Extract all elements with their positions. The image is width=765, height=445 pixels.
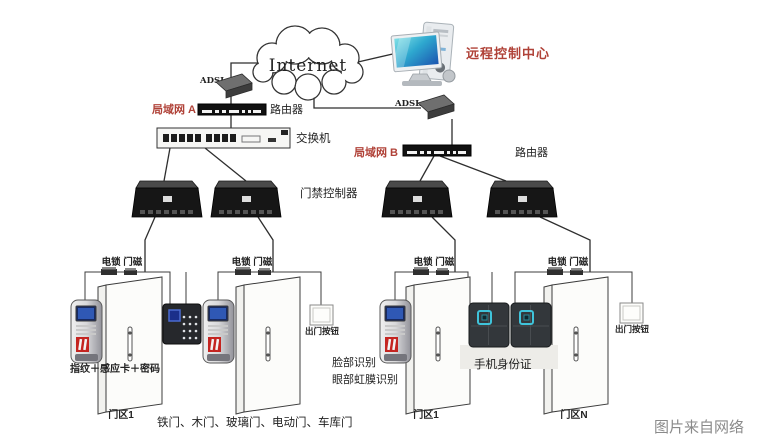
switch-label: 交换机 (296, 131, 331, 145)
exit-button-right (619, 302, 644, 324)
lock-magnet-label-2: 电锁 门磁 (232, 256, 273, 268)
wire-cloud-pc (357, 52, 398, 63)
wire-cloud-adsl-a (230, 62, 258, 77)
fingerprint-label: 指纹＋感应卡＋密码 (70, 362, 160, 375)
adsl-modem-b (417, 94, 455, 120)
zone1-right-label: 门区1 (413, 408, 439, 421)
door-controller-2 (210, 180, 282, 218)
door-controllers: 门禁控制器 (131, 180, 558, 218)
door-2 (235, 276, 301, 415)
image-credit-label: 图片来自网络 (654, 419, 744, 436)
wire-cloud-adsl-b (313, 96, 421, 109)
wire-router-b-controller-4 (439, 155, 507, 182)
face-recognition-label: 脸部识别 (332, 355, 376, 369)
annotations: 指纹＋感应卡＋密码 脸部识别 眼部虹膜识别 手机身份证 门区1 门区1 门区N … (70, 355, 744, 436)
lan-b-label: 局域网 B (353, 145, 398, 159)
pc-monitor (390, 31, 443, 73)
monitor-base (402, 81, 442, 86)
wire-switch-controller-2 (204, 147, 247, 182)
wire-controller-3-door (431, 216, 456, 272)
face-iris-reader (379, 299, 412, 364)
iris-recognition-label: 眼部虹膜识别 (332, 372, 398, 386)
door-top-devices: 电锁 门磁 电锁 门磁 电锁 门磁 电锁 门磁 (101, 256, 589, 275)
adsl-a-label: ADSL (199, 76, 226, 86)
controller-label: 门禁控制器 (300, 186, 358, 200)
wire-controller-2-door (257, 216, 274, 272)
router-a (197, 103, 267, 116)
remote-control-pc: 远程控制中心 (390, 21, 550, 86)
pc-speaker (442, 69, 456, 83)
monitor-stand (408, 73, 432, 82)
wire-switch-controller-1 (163, 147, 171, 182)
wire-controller-1-door (144, 216, 156, 272)
phone-id-reader-2 (510, 302, 552, 348)
wire-controller-4-door (539, 216, 591, 272)
wire-router-b-controller-3 (419, 155, 435, 182)
exit-button-left (309, 304, 334, 326)
phone-id-label: 手机身份证 (474, 357, 532, 371)
switch (156, 127, 291, 149)
remote-center-label: 远程控制中心 (466, 46, 550, 61)
zoneN-label: 门区N (560, 408, 587, 421)
lan-a-stack: ADSL 局域网 A 路由器 交换机 (151, 73, 331, 149)
door-1 (97, 276, 163, 415)
internet-cloud: Internet (252, 25, 364, 101)
lan-a-label: 局域网 A (151, 102, 196, 116)
adsl-b-label: ADSL (394, 99, 421, 109)
door-types-label: 铁门、木门、玻璃门、电动门、车库门 (157, 415, 353, 429)
door-readers: 出门按钮 出门按钮 (70, 299, 650, 369)
router-a-label: 路由器 (270, 102, 303, 116)
router-b (402, 144, 472, 157)
phone-id-reader-1 (468, 302, 510, 348)
fingerprint-reader-1 (70, 299, 103, 364)
zone1-left-label: 门区1 (108, 408, 134, 421)
door-controller-4 (486, 180, 558, 218)
exit-button-label-left: 出门按钮 (305, 326, 340, 336)
door-controller-1 (131, 180, 203, 218)
door-controller-3 (381, 180, 453, 218)
router-b-label: 路由器 (515, 145, 548, 159)
lock-magnet-label-4: 电锁 门磁 (548, 256, 589, 268)
lan-b-stack: ADSL 局域网 B 路由器 (353, 94, 548, 159)
internet-label: Internet (269, 56, 348, 76)
reader-shelf (460, 345, 558, 369)
fingerprint-reader-2 (202, 299, 235, 364)
lock-magnet-label-3: 电锁 门磁 (414, 256, 455, 268)
keypad-reader (162, 303, 202, 345)
lock-magnet-label-1: 电锁 门磁 (102, 256, 143, 268)
exit-button-label-right: 出门按钮 (615, 324, 650, 334)
